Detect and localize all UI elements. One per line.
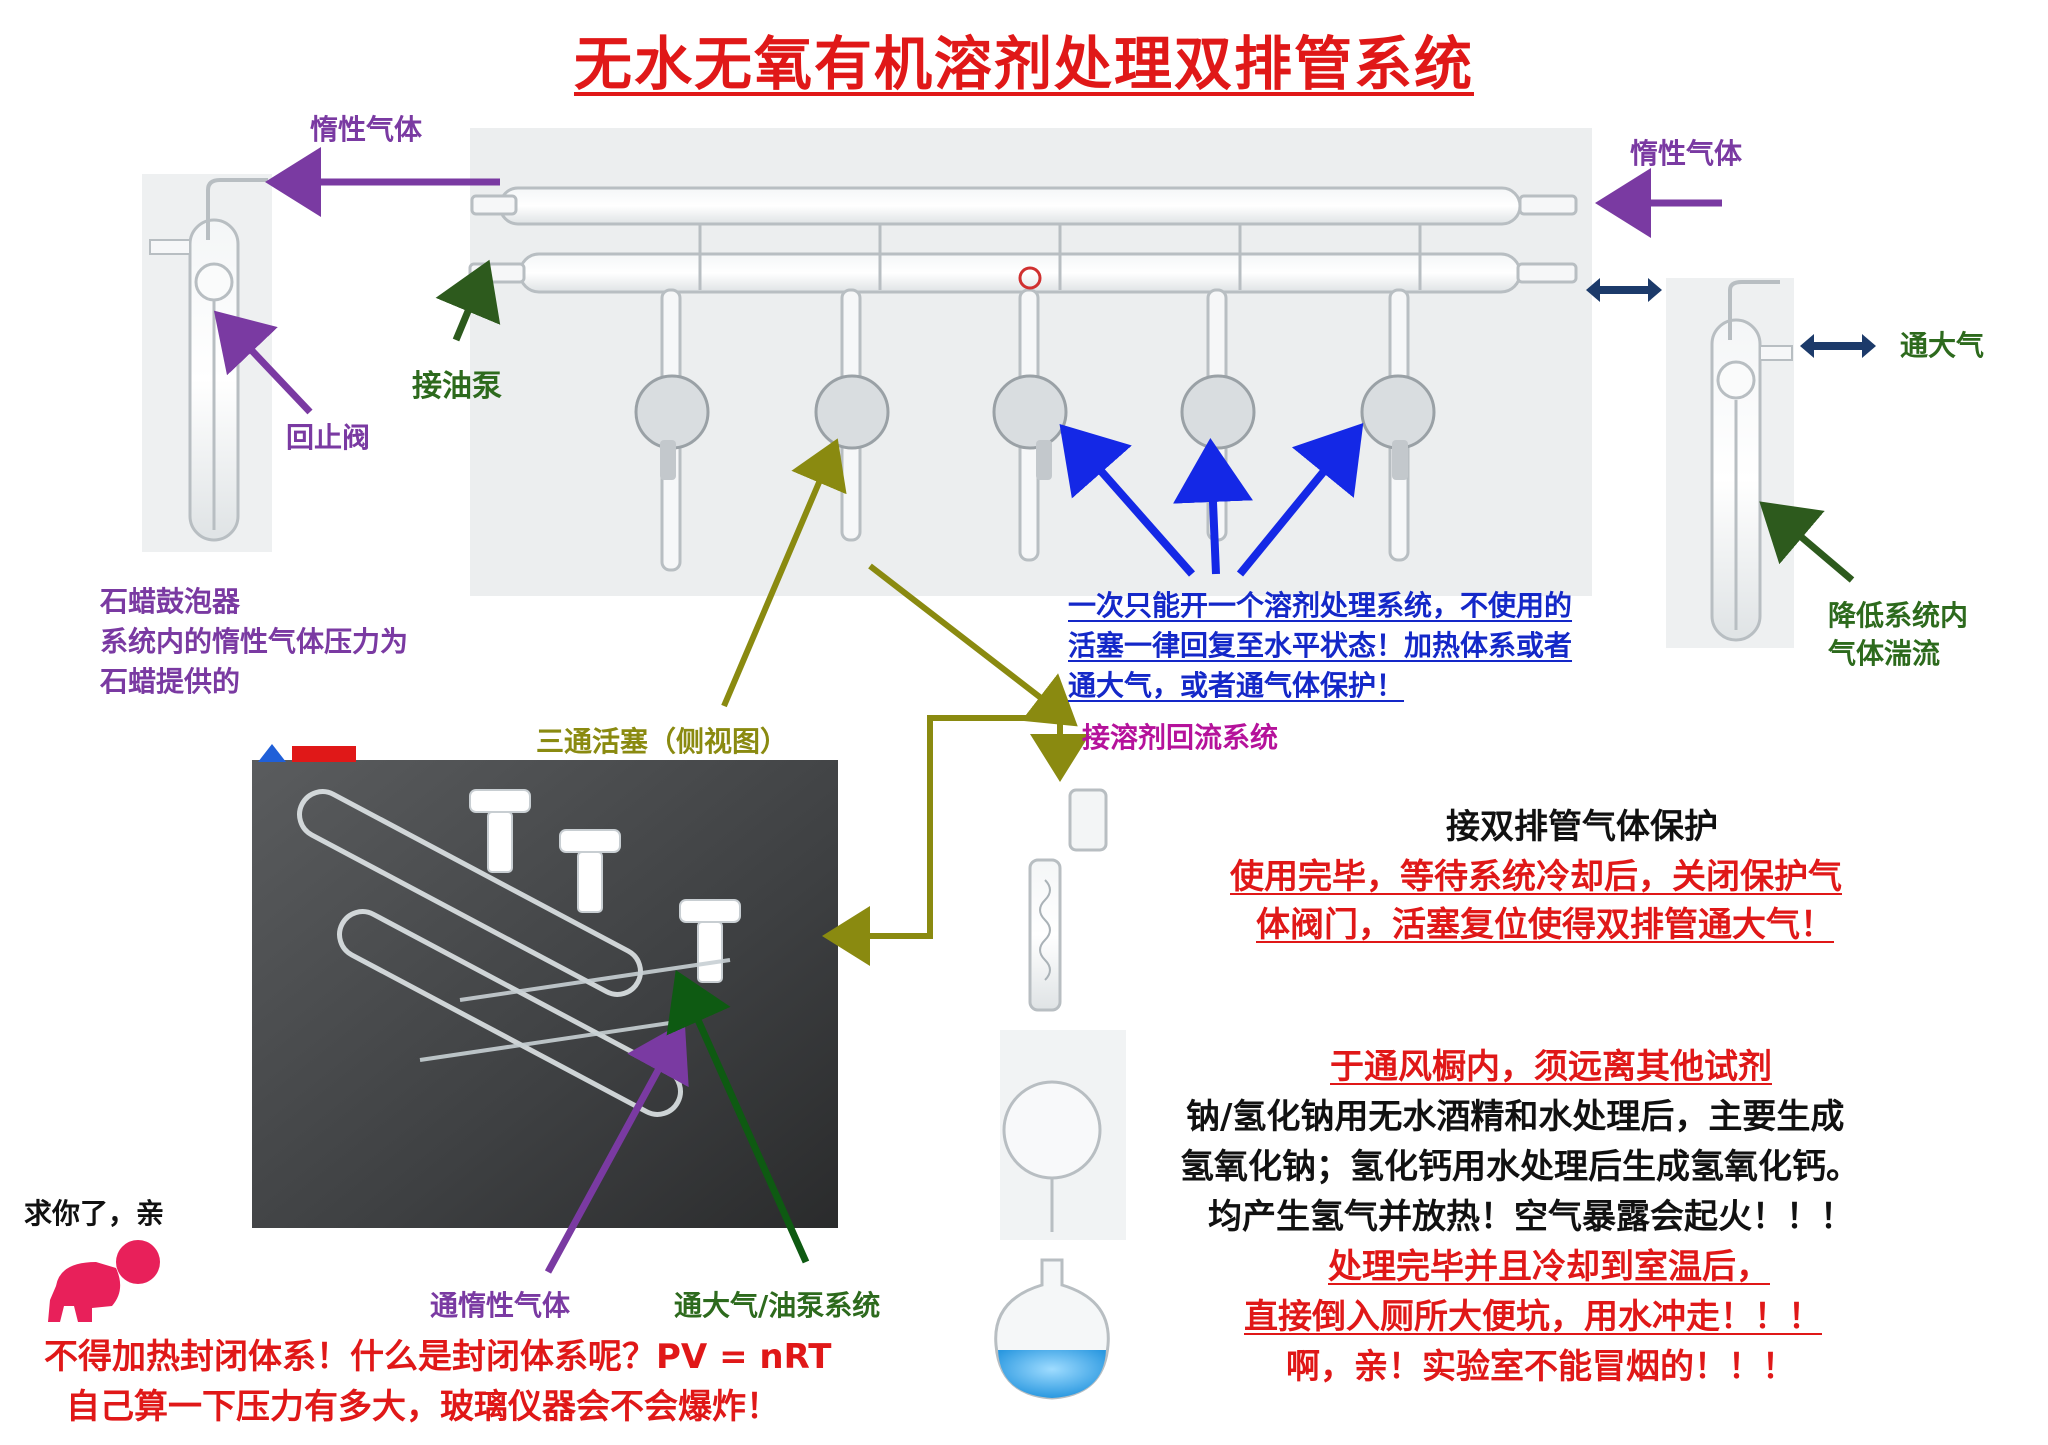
- closed-system-line-2: 自己算一下压力有多大，玻璃仪器会不会爆炸！: [66, 1387, 780, 1427]
- navy-double-arrows: [1586, 278, 1876, 358]
- label-inert-gas-left: 惰性气体: [310, 113, 423, 146]
- sodium-line-1: 钠/氢化钠用无水酒精和水处理后，主要生成: [1186, 1097, 1845, 1137]
- closed-system-line-1: 不得加热封闭体系！什么是封闭体系呢？PV = nRT: [44, 1337, 832, 1377]
- sodium-line-2: 氢氧化钠；氢化钙用水处理后生成氢氧化钙。: [1180, 1147, 1860, 1187]
- green-arrows: [435, 259, 1855, 583]
- olive-arrows: [721, 438, 1090, 966]
- disposal-line-1: 处理完毕并且冷却到室温后，: [1328, 1247, 1770, 1287]
- disposal-line-3: 啊，亲！实验室不能冒烟的！！！: [1286, 1347, 1796, 1387]
- reflux-apparatus: [994, 788, 1126, 1400]
- gas-protection-line-1: 使用完毕，等待系统冷却后，关闭保护气: [1230, 857, 1842, 897]
- atm-pump-arrow: [666, 970, 810, 1264]
- label-reduce-turbulence-2: 气体湍流: [1828, 637, 1941, 670]
- page-title: 无水无氧有机溶剂处理双排管系统: [573, 30, 1474, 98]
- one-at-a-time-line-3: 通大气，或者通气体保护！: [1068, 669, 1405, 702]
- bubbler-desc-line-1: 石蜡鼓泡器: [100, 585, 241, 618]
- purple-arrows: [213, 147, 1722, 1274]
- bubbler-right-image: [1666, 278, 1794, 648]
- label-inert-gas-flow: 通惰性气体: [430, 1289, 571, 1322]
- label-solvent-reflux: 接溶剂回流系统: [1082, 721, 1279, 754]
- label-please-dear: 求你了，亲: [24, 1197, 165, 1230]
- label-stopcock-side-view: 三通活塞（侧视图）: [536, 725, 789, 758]
- blue-arrows: [1059, 423, 1364, 577]
- one-at-a-time-line-1: 一次只能开一个溶剂处理系统，不使用的: [1068, 589, 1573, 622]
- label-inert-gas-right: 惰性气体: [1630, 137, 1743, 170]
- bubbler-desc-line-2: 系统内的惰性气体压力为: [100, 625, 409, 658]
- one-at-a-time-line-2: 活塞一律回复至水平状态！加热体系或者: [1068, 629, 1573, 662]
- bubbler-desc-line-3: 石蜡提供的: [100, 665, 241, 698]
- label-oil-pump: 接油泵: [412, 369, 502, 404]
- label-atmosphere: 通大气: [1900, 329, 1985, 362]
- brand-logo: [258, 744, 356, 762]
- gas-protection-title: 接双排管气体保护: [1446, 807, 1718, 847]
- hood-title: 于通风橱内，须远离其他试剂: [1330, 1047, 1772, 1087]
- label-check-valve: 回止阀: [286, 421, 371, 454]
- stopcock-photo: [252, 760, 838, 1228]
- label-atm-oil-pump-system: 通大气/油泵系统: [674, 1289, 881, 1322]
- disposal-line-2: 直接倒入厕所大便坑，用水冲走！！！: [1244, 1297, 1822, 1337]
- gas-protection-line-2: 体阀门，活塞复位使得双排管通大气！: [1256, 905, 1834, 945]
- label-reduce-turbulence-1: 降低系统内: [1828, 599, 1969, 632]
- bubbler-image: [142, 174, 272, 552]
- sodium-line-3: 均产生氢气并放热！空气暴露会起火！！！: [1208, 1197, 1854, 1237]
- manifold-image: [468, 128, 1592, 596]
- crawling-baby-icon: [48, 1240, 160, 1322]
